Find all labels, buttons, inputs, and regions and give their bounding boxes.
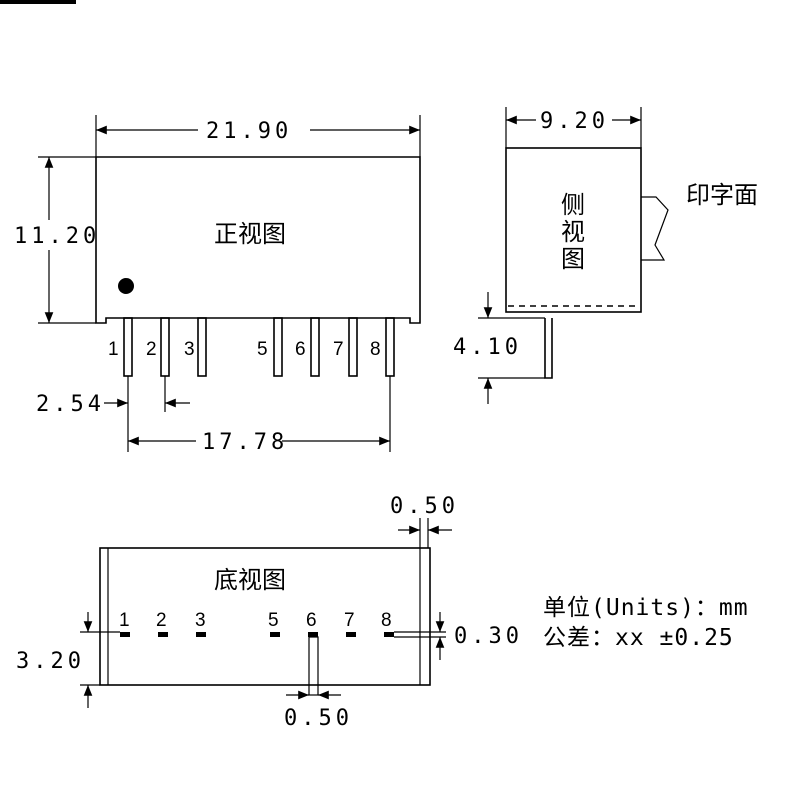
bottom-pin-offset-dimension: 3.20: [16, 649, 85, 674]
bottom-pin-pads: [120, 632, 394, 637]
bottom-view-title: 底视图: [214, 566, 286, 594]
front-pin-7: [348, 317, 358, 377]
bottom-body: [99, 547, 431, 686]
front-pin-labels: 1 2 3 5 6 7 8: [108, 339, 381, 360]
bottom-pin-label: 3: [195, 610, 206, 631]
side-pin: [544, 318, 553, 379]
bottom-pin-pad: [158, 632, 168, 637]
bottom-pin-6-extension: [308, 636, 319, 696]
side-view-title-char: 图: [561, 245, 585, 273]
side-view-title-char: 侧: [561, 191, 585, 219]
bottom-view: 底视图 1 2 3 5 6 7 8 0.50 3.20: [16, 494, 523, 731]
pin-span-dimension: 17.78: [202, 430, 288, 455]
front-pin-label: 7: [333, 339, 344, 360]
side-pin-length-dimension: 4.10: [453, 335, 522, 360]
front-pin-8: [385, 317, 395, 377]
front-body: [95, 156, 421, 324]
front-pin-2: [160, 317, 170, 377]
pin-pitch-dimension: 2.54: [36, 392, 105, 417]
front-pin-6: [310, 317, 320, 377]
front-pin-label: 3: [184, 339, 195, 360]
bottom-pin-label: 8: [381, 610, 392, 631]
tolerance-note: 公差：xx ±0.25: [543, 625, 734, 651]
print-face-bracket: [641, 196, 669, 261]
bottom-pin-labels: 1 2 3 5 6 7 8: [119, 610, 392, 631]
bottom-pin-label: 5: [268, 610, 279, 631]
bottom-pin-label: 2: [156, 610, 167, 631]
corner-mark: [0, 0, 76, 4]
pin1-marker-dot: [118, 278, 134, 294]
front-pin-label: 2: [146, 339, 157, 360]
bottom-pin-pad: [308, 632, 318, 637]
bottom-pin-pad: [196, 632, 206, 637]
bottom-pin-label: 7: [344, 610, 355, 631]
front-height-dimension: 11.20: [14, 224, 100, 249]
front-pin-label: 1: [108, 339, 119, 360]
side-view-title-char: 视: [561, 218, 585, 246]
bottom-wall-dimension: 0.50: [390, 494, 459, 519]
print-face-label: 印字面: [686, 181, 758, 209]
front-width-dimension: 21.90: [206, 119, 292, 144]
side-view: 侧 视 图 9.20 印字面 4.10: [453, 107, 758, 404]
bottom-pin-pad: [346, 632, 356, 637]
bottom-pin-pad: [120, 632, 130, 637]
side-width-dimension: 9.20: [540, 109, 609, 134]
front-pin-label: 5: [257, 339, 268, 360]
front-view-title: 正视图: [214, 220, 286, 248]
notes: 单位(Units)：mm 公差：xx ±0.25: [543, 595, 749, 651]
front-pin-3: [197, 317, 207, 377]
front-pin-label: 6: [295, 339, 306, 360]
units-note: 单位(Units)：mm: [543, 595, 749, 621]
bottom-pin-pad: [384, 632, 394, 637]
pin-width-dimension: 0.50: [284, 706, 353, 731]
bottom-pin-label: 6: [306, 610, 317, 631]
bottom-pin-pad: [270, 632, 280, 637]
front-view: 正视图 1 2 3 5 6 7 8 21.90: [14, 115, 421, 455]
pin-thickness-dimension: 0.30: [454, 624, 523, 649]
front-pin-1: [123, 317, 133, 377]
bottom-pin-label: 1: [119, 610, 130, 631]
front-pin-5: [273, 317, 283, 377]
front-pin-label: 8: [370, 339, 381, 360]
side-body: [505, 147, 642, 313]
